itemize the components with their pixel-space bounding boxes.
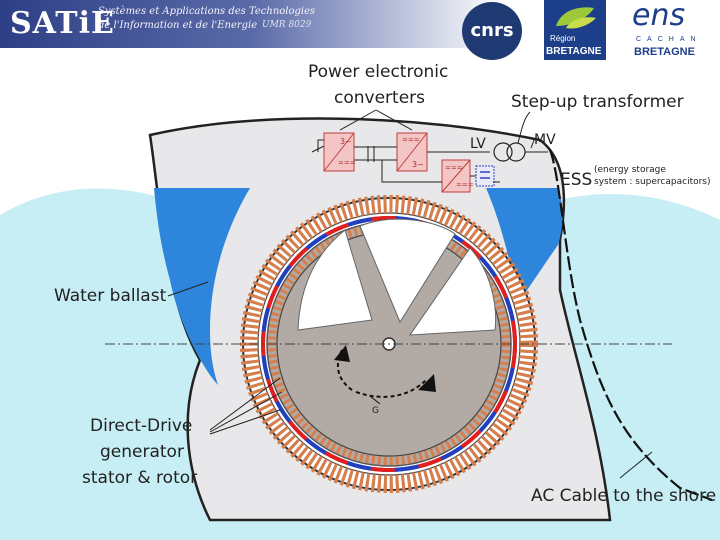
cnrs-logo-text: cnrs: [470, 20, 514, 41]
label-water-ballast: Water ballast: [54, 286, 167, 306]
transformer-coil-1: [493, 142, 513, 162]
label-ess-note-1: (energy storage: [594, 165, 666, 175]
bretagne-logo: Région BRETAGNE: [544, 0, 606, 60]
converter-1-bottom: ===: [338, 159, 356, 167]
converter-2-bottom: 3~: [412, 160, 424, 169]
label-ess-note-2: system : supercapacitors): [594, 177, 711, 187]
header-umr: UMR 8029: [262, 20, 312, 30]
label-ac-cable: AC Cable to the shore: [531, 486, 717, 506]
converter-1-top: 3~: [340, 137, 352, 146]
converter-3-bottom: ===: [456, 181, 474, 189]
water-ballast-left: [154, 188, 250, 385]
header-line-1: Systèmes et Applications des Technologie…: [98, 6, 316, 17]
cutout-top: [359, 218, 456, 324]
ess-block: [475, 165, 495, 187]
label-ess: ESS: [560, 170, 593, 190]
label-power-electronic: Power electronic: [308, 62, 449, 82]
satie-logo: SATiE: [10, 6, 115, 41]
label-converters: converters: [334, 88, 426, 108]
label-generator: generator: [100, 442, 184, 462]
bretagne-name-text: BRETAGNE: [546, 46, 602, 57]
label-lv: LV: [470, 136, 486, 152]
cnrs-logo: cnrs: [462, 2, 522, 60]
ens-logo-text: ens: [632, 0, 686, 33]
label-mv: MV: [534, 132, 556, 148]
header-line-2: de l'Information et de l'Energie: [98, 20, 258, 31]
ens-logo: ens CACHAN BRETAGNE: [628, 0, 716, 60]
label-stator-rotor: stator & rotor: [82, 468, 198, 488]
water-ballast-right: [486, 188, 563, 300]
label-step-up-transformer: Step-up transformer: [511, 92, 684, 112]
rotation-arrow-left: [336, 349, 353, 391]
ac-cable: [548, 149, 713, 502]
cutout-right: [409, 247, 497, 336]
label-direct-drive: Direct-Drive: [90, 416, 193, 436]
ens-city-text: CACHAN: [636, 36, 702, 43]
cutout-left: [297, 229, 373, 331]
converter-3-top: ===: [445, 164, 463, 172]
ens-bretagne-text: BRETAGNE: [634, 46, 695, 58]
bretagne-region-text: Région: [550, 34, 576, 43]
rotation-arrow-right: [355, 379, 427, 398]
leaf-icon: [556, 7, 596, 29]
label-g: G: [372, 406, 379, 416]
converter-2-top: ===: [402, 136, 420, 144]
